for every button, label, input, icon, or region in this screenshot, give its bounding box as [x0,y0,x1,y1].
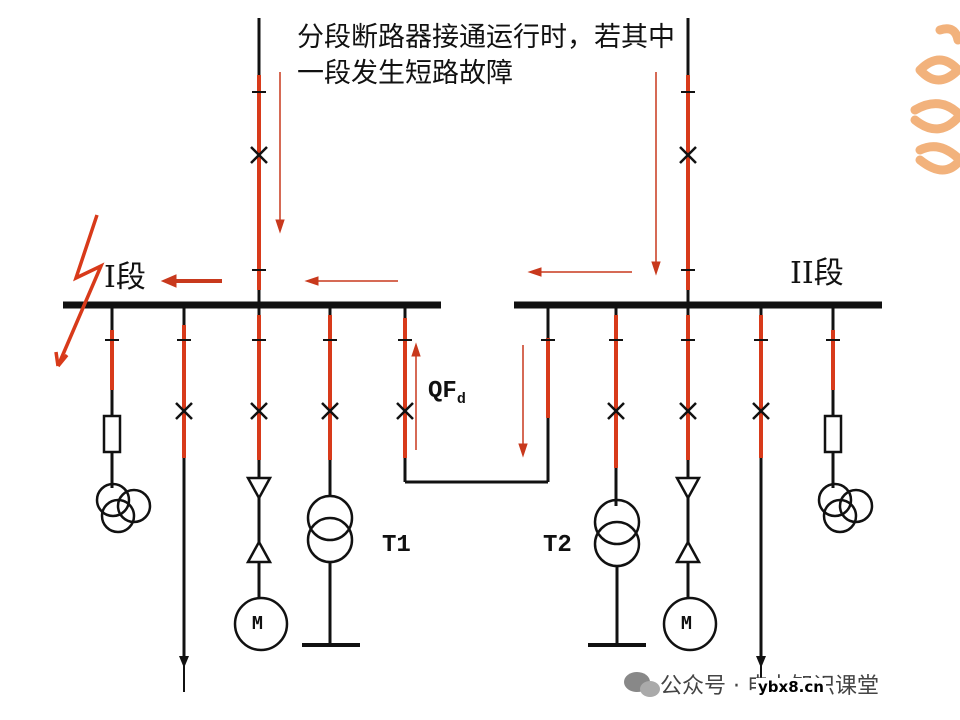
branch-outgoing-line-2 [752,305,770,692]
fault-lightning-icon [56,214,105,367]
fault-current-arrows [160,72,661,458]
branch-transformer-t1 [302,305,360,647]
decorative-seal-icon [910,24,960,175]
incoming-feeder-1 [250,18,268,305]
branch-outgoing-line-1 [175,305,193,692]
motor-1-label: M [252,613,263,634]
incoming-feeder-2 [679,18,697,305]
branch-transformer-fused-2 [817,305,874,534]
section-2-label: II段 [790,256,844,291]
branch-transformer-fused-1 [95,305,152,534]
branch-motor-2 [662,305,718,652]
bus-section-breaker [396,305,555,484]
transformer-2-label: T2 [543,532,572,559]
branch-transformer-t2 [588,305,646,647]
branch-motor-1 [233,305,289,652]
diagram-caption: 分段断路器接通运行时，若其中一段发生短路故障 [297,22,675,89]
section-1-label: I段 [104,260,146,295]
motor-2-label: M [681,613,692,634]
site-mark: ybx8.cn [756,678,826,696]
wechat-icon [624,672,660,697]
breaker-label: QFd [428,378,466,408]
transformer-1-label: T1 [382,532,411,559]
